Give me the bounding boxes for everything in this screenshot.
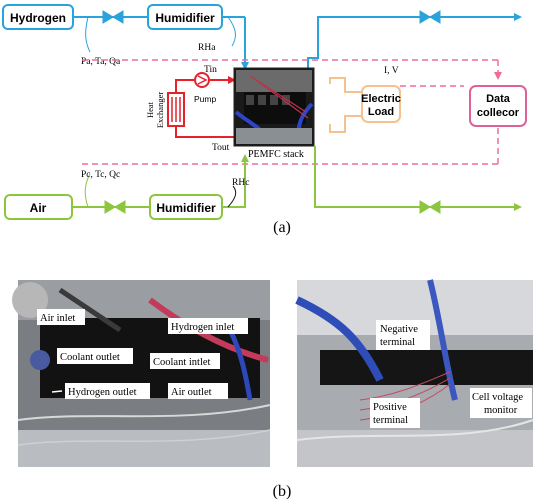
air-outlet-label: Air outlet <box>171 387 212 398</box>
pump-icon <box>194 72 210 88</box>
right-photo <box>295 279 534 467</box>
rh-cathode-leader <box>227 185 237 208</box>
humidifier-bottom-label: Humidifier <box>156 201 216 215</box>
humidifier-top-box <box>147 4 223 30</box>
heat-exchanger-label-1: Heat <box>145 101 155 118</box>
rh-anode-label: RHa <box>198 43 216 53</box>
hydrogen-outlet-label: Hydrogen outlet <box>68 387 137 398</box>
valve-icon <box>104 200 126 214</box>
positive-terminal-label-1: Positive <box>373 402 407 413</box>
humidifier-bottom-box <box>149 194 223 220</box>
t-in-label: Tin <box>204 65 217 75</box>
data-collector-box <box>469 85 527 127</box>
cell-voltage-monitor-label-2: monitor <box>484 405 518 416</box>
stack-photo <box>233 67 315 147</box>
electric-load-label-2: Load <box>368 106 394 118</box>
rh-anode-leader <box>227 16 236 47</box>
valve-icon <box>419 10 441 24</box>
data-collector-label-1: Data <box>486 93 511 105</box>
data-collector-label-2: collecor <box>477 107 520 119</box>
coolant-outlet-label: Coolant outlet <box>60 352 120 363</box>
cathode-sensor-label: Pc, Tc, Qc <box>81 170 120 180</box>
left-photo-labels: Air inlet Hydrogen inlet Coolant outlet … <box>37 309 248 399</box>
panel-b: Air inlet Hydrogen inlet Coolant outlet … <box>12 279 534 500</box>
hydrogen-box <box>2 4 74 30</box>
heat-exchanger-label-2: Exchanger <box>155 92 165 129</box>
cathode-sensor-leader <box>84 173 91 208</box>
coolant-loop <box>175 76 236 138</box>
current-voltage-label: I, V <box>384 66 399 76</box>
valve-icon <box>419 200 441 214</box>
air-box <box>4 194 73 220</box>
hydrogen-label: Hydrogen <box>10 11 66 25</box>
caption-b: (b) <box>273 483 292 500</box>
signal-lines <box>82 59 502 165</box>
stack-label: PEMFC stack <box>248 149 304 160</box>
valve-icon <box>102 10 124 24</box>
power-lines <box>329 77 362 133</box>
negative-terminal-label-1: Negative <box>380 324 418 335</box>
caption-a: (a) <box>273 219 291 236</box>
anode-sensor-leader <box>85 16 91 53</box>
air-inlet-label: Air inlet <box>40 313 75 324</box>
coolant-inlet-label: Coolant intlet <box>153 357 211 368</box>
right-photo-labels: Negative terminal Positive terminal Cell… <box>370 320 532 428</box>
air-label: Air <box>30 201 47 215</box>
pump-label: Pump <box>194 94 216 104</box>
panel-a: Hydrogen Humidifier Pa, Ta, Qa RHa <box>2 4 527 236</box>
heat-exchanger-icon <box>167 92 185 127</box>
rh-cathode-label: RHc <box>232 178 249 188</box>
humidifier-top-label: Humidifier <box>155 11 215 25</box>
anode-sensor-label: Pa, Ta, Qa <box>81 57 121 67</box>
electric-load-label-1: Electric <box>361 93 401 105</box>
electric-load-box <box>361 85 401 123</box>
positive-terminal-label-2: terminal <box>373 415 408 426</box>
hydrogen-inlet-label: Hydrogen inlet <box>171 322 234 333</box>
cell-voltage-monitor-label-1: Cell voltage <box>472 392 523 403</box>
negative-terminal-label-2: terminal <box>380 337 415 348</box>
left-photo <box>12 280 271 467</box>
t-out-label: Tout <box>212 143 230 153</box>
